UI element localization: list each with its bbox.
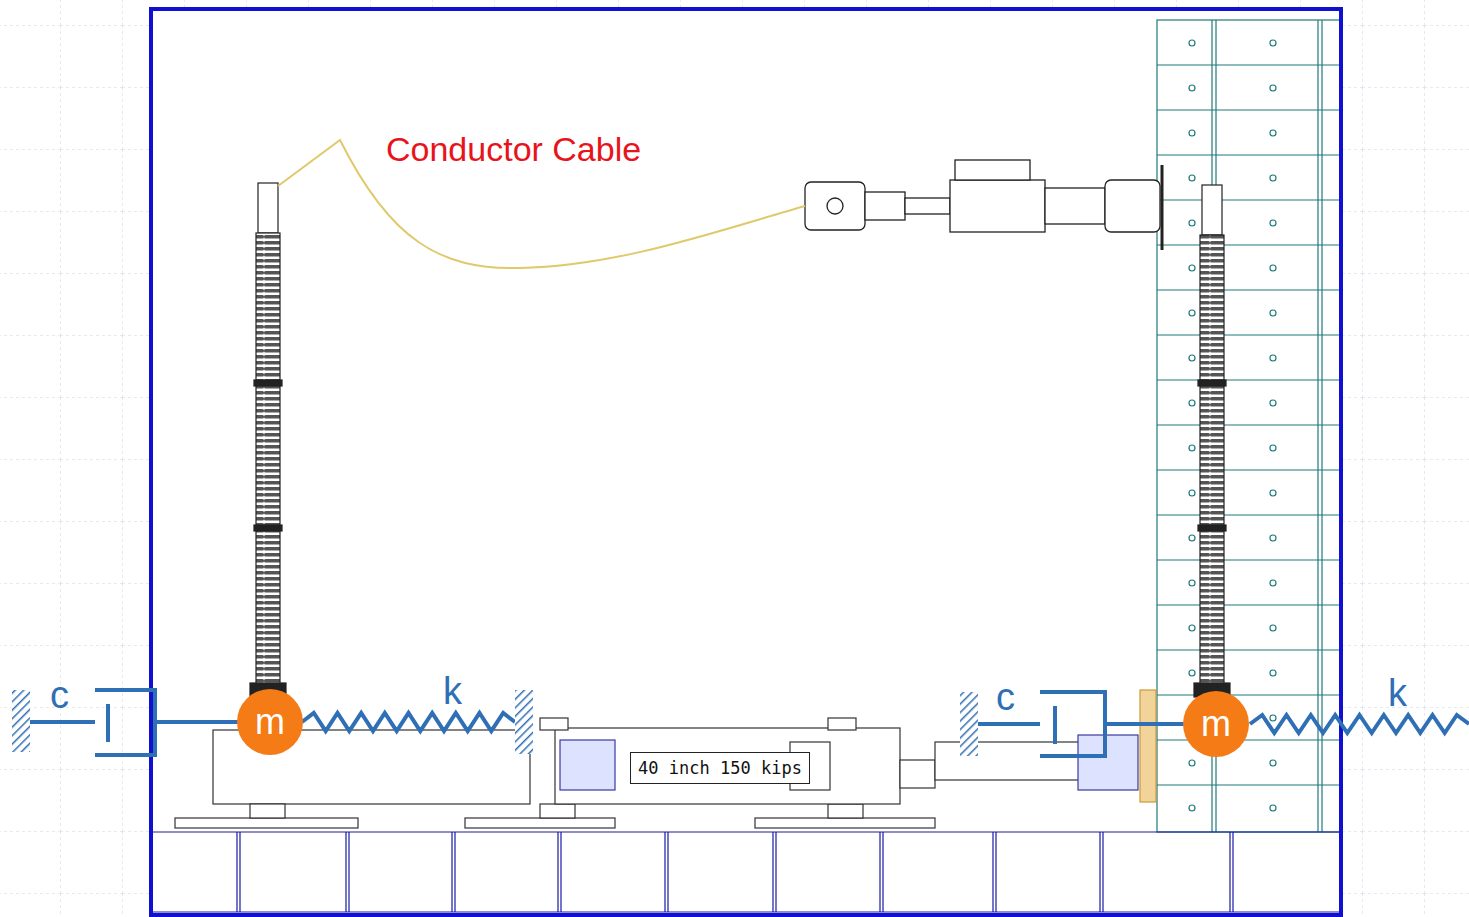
mass-circle: m — [1183, 691, 1249, 757]
spring-label: k — [443, 672, 462, 710]
node-text: m — [255, 704, 285, 740]
spring-label: k — [1388, 674, 1407, 712]
actuator-label-box: 40 inch 150 kips — [630, 752, 810, 784]
node-text: m — [1201, 706, 1231, 742]
cable-label: Conductor Cable — [386, 132, 641, 166]
node-text: 40 inch 150 kips — [638, 760, 802, 777]
damper-label: c — [996, 678, 1015, 716]
mass-circle: m — [237, 689, 303, 755]
damper-label: c — [50, 676, 69, 714]
